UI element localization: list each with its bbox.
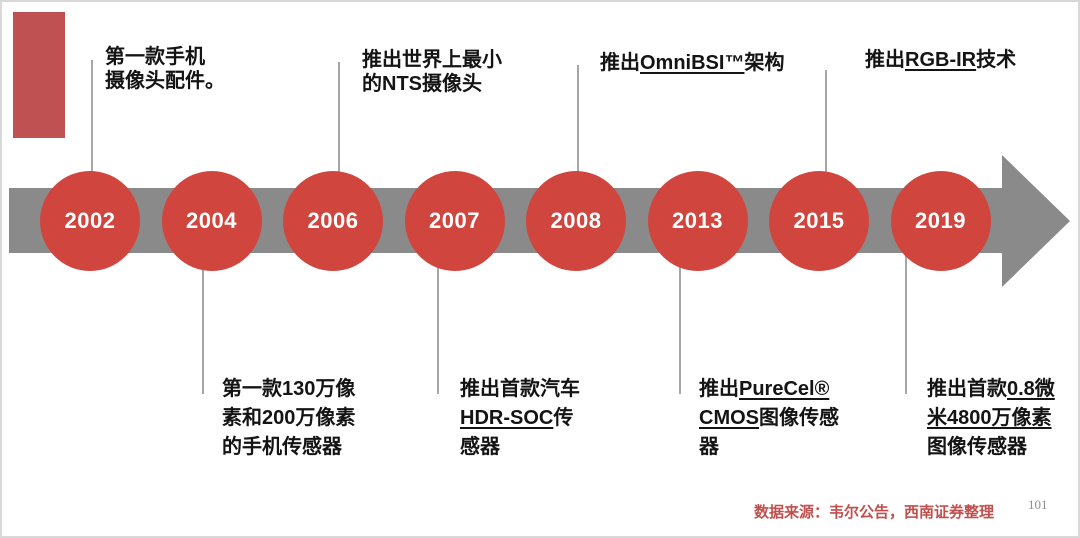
data-source-note: 数据来源：韦尔公告，西南证券整理 — [753, 504, 994, 521]
connector-line-2007 — [437, 221, 439, 394]
milestone-note-2019: 推出首款0.8微米4800万像素图像传感器 — [927, 378, 1055, 458]
year-circle-2013: 2013 — [647, 171, 748, 271]
year-circle-2007: 2007 — [404, 171, 505, 271]
timeline-arrowhead-icon — [1002, 155, 1070, 287]
connector-line-2004 — [202, 221, 204, 394]
year-circle-2015: 2015 — [769, 171, 869, 271]
milestone-note-2013: 推出PureCel®CMOS图像传感器 — [699, 378, 839, 458]
connector-line-2002 — [91, 60, 93, 221]
connector-line-2008 — [577, 65, 579, 221]
connector-line-2013 — [679, 221, 681, 394]
accent-rectangle — [13, 12, 65, 138]
connector-line-2019 — [905, 221, 907, 394]
year-circle-2002: 2002 — [40, 171, 140, 271]
connector-line-2015 — [825, 70, 827, 221]
milestone-note-2008: 推出OmniBSI™架构 — [600, 52, 785, 74]
year-circle-2006: 2006 — [283, 171, 383, 271]
milestone-note-2004: 第一款130万像素和200万像素的手机传感器 — [222, 378, 356, 458]
milestone-note-2002: 第一款手机摄像头配件。 — [105, 46, 225, 92]
year-circle-2019: 2019 — [890, 171, 991, 271]
page-number: 101 — [1028, 497, 1048, 512]
milestone-note-2015: 推出RGB-IR技术 — [865, 49, 1017, 71]
connector-line-2006 — [338, 62, 340, 221]
year-circle-2008: 2008 — [526, 171, 626, 271]
milestone-note-2006: 推出世界上最小的NTS摄像头 — [362, 49, 502, 95]
year-circle-2004: 2004 — [161, 171, 262, 271]
